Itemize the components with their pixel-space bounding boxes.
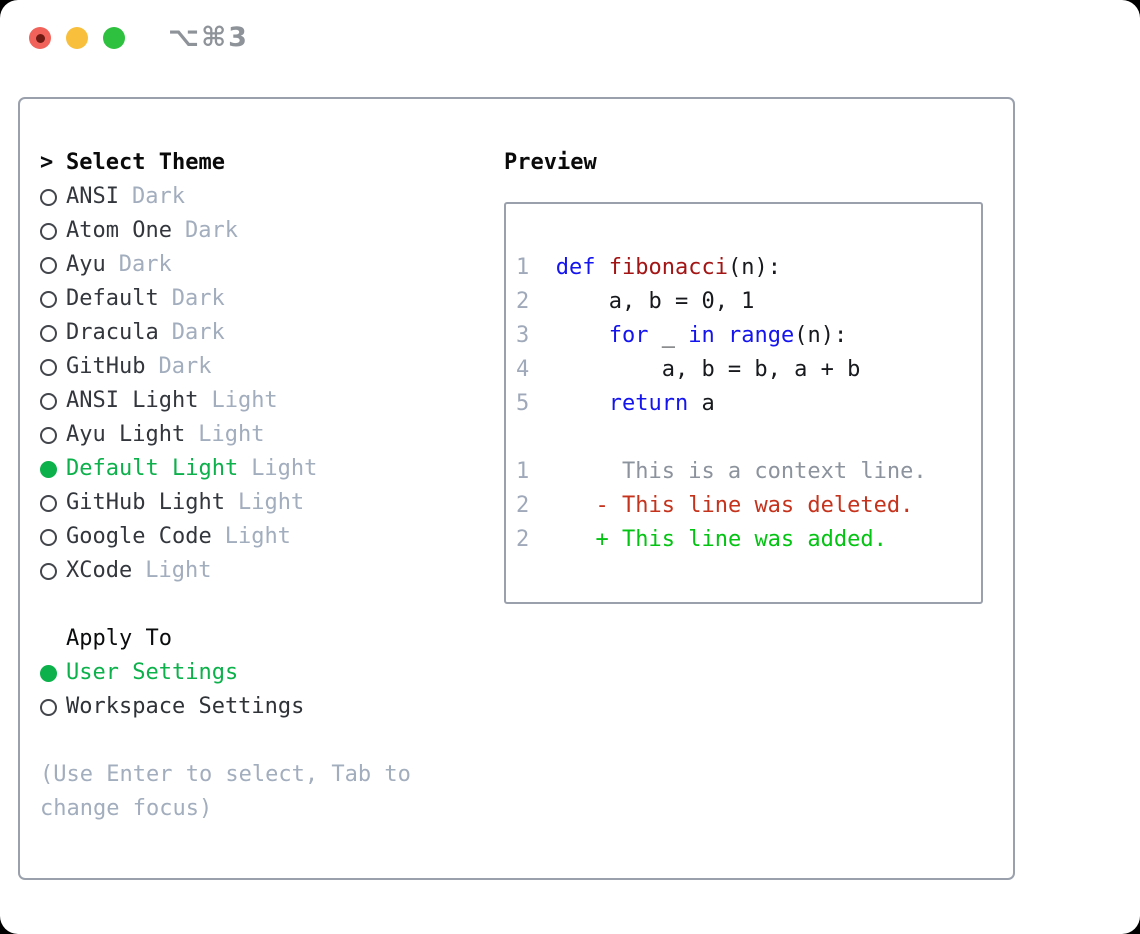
theme-variant-label: Light	[237, 490, 305, 515]
preview-code-line: 2 a, b = 0, 1	[516, 289, 755, 314]
preview-code-line	[516, 421, 971, 455]
radio-icon	[40, 426, 57, 444]
theme-option[interactable]: Atom One Dark	[40, 214, 470, 248]
radio-icon	[40, 494, 57, 512]
zoom-button[interactable]	[103, 27, 125, 49]
theme-option[interactable]: XCode Light	[40, 554, 470, 588]
theme-option[interactable]: Default Dark	[40, 282, 470, 316]
option-label: User Settings	[66, 660, 239, 685]
theme-variant-label: Dark	[171, 286, 225, 311]
option-label: ANSI	[66, 184, 119, 209]
radio-icon	[40, 188, 57, 206]
theme-variant-label: Light	[224, 524, 291, 549]
option-label: GitHub Light	[66, 490, 225, 515]
preview-code-line: 5 return a	[516, 391, 715, 416]
theme-variant-label: Dark	[184, 218, 238, 243]
theme-variant-label: Light	[145, 558, 212, 583]
theme-variant-label: Light	[198, 422, 265, 447]
radio-selected-icon	[40, 664, 57, 682]
radio-icon	[40, 698, 57, 716]
radio-icon	[40, 222, 57, 240]
radio-selected-icon	[40, 460, 57, 478]
option-label: Default Light	[66, 456, 239, 481]
option-label: Atom One	[66, 218, 172, 243]
option-label: Default	[66, 286, 159, 311]
select-theme-heading: Select Theme	[66, 150, 225, 175]
option-label: GitHub	[66, 354, 146, 379]
option-label: XCode	[66, 558, 133, 583]
close-dot-icon	[35, 33, 45, 43]
radio-icon	[40, 562, 57, 580]
radio-icon	[40, 324, 57, 342]
option-label: Ayu	[66, 252, 106, 277]
option-label: ANSI Light	[66, 388, 199, 413]
theme-variant-label: Dark	[118, 252, 172, 277]
apply-to-option[interactable]: User Settings	[40, 656, 470, 690]
minimize-button[interactable]	[66, 27, 88, 49]
option-label: Dracula	[66, 320, 159, 345]
keyboard-hint: (Use Enter to select, Tab to change focu…	[40, 762, 411, 821]
theme-variant-label: Light	[211, 388, 278, 413]
theme-option[interactable]: Ayu Light Light	[40, 418, 470, 452]
preview-code-line: 1 This is a context line.	[516, 459, 927, 484]
radio-icon	[40, 256, 57, 274]
preview-heading: Preview	[504, 150, 597, 175]
preview-code-line: 4 a, b = b, a + b	[516, 357, 861, 382]
titlebar: ⌥⌘3	[0, 0, 1140, 97]
theme-variant-label: Dark	[171, 320, 225, 345]
window-title: ⌥⌘3	[168, 22, 249, 53]
radio-icon	[40, 358, 57, 376]
theme-option[interactable]: Dracula Dark	[40, 316, 470, 350]
close-button[interactable]	[29, 27, 51, 49]
theme-variant-label: Dark	[131, 184, 185, 209]
apply-to-option[interactable]: Workspace Settings	[40, 690, 470, 724]
prompt-icon: >	[40, 150, 54, 175]
radio-icon	[40, 528, 57, 546]
theme-option[interactable]: Default Light Light	[40, 452, 470, 486]
preview-box: 1 def fibonacci(n): 2 a, b = 0, 1 3 for _ …	[504, 202, 983, 604]
theme-variant-label: Light	[251, 456, 318, 481]
apply-to-heading: Apply To	[66, 626, 172, 651]
select-theme-header: > Select Theme	[40, 146, 470, 180]
traffic-lights	[29, 27, 125, 49]
theme-option[interactable]: ANSI Light Light	[40, 384, 470, 418]
theme-option[interactable]: Ayu Dark	[40, 248, 470, 282]
theme-variant-label: Dark	[158, 354, 212, 379]
option-label: Google Code	[66, 524, 212, 549]
preview-code-line: 2 + This line was added.	[516, 527, 887, 552]
radio-icon	[40, 290, 57, 308]
option-label: Ayu Light	[66, 422, 186, 447]
preview-column: Preview 1 def fibonacci(n): 2 a, b = 0, 1…	[504, 146, 993, 878]
theme-option[interactable]: ANSI Dark	[40, 180, 470, 214]
radio-icon	[40, 392, 57, 410]
preview-code-line: 1 def fibonacci(n):	[516, 255, 781, 280]
option-label: Workspace Settings	[66, 694, 305, 719]
apply-to-header: Apply To	[40, 622, 470, 656]
preview-code-line: 3 for _ in range(n):	[516, 323, 848, 348]
theme-option[interactable]: GitHub Dark	[40, 350, 470, 384]
theme-option[interactable]: Google Code Light	[40, 520, 470, 554]
theme-option[interactable]: GitHub Light Light	[40, 486, 470, 520]
preview-code-line: 2 - This line was deleted.	[516, 493, 914, 518]
